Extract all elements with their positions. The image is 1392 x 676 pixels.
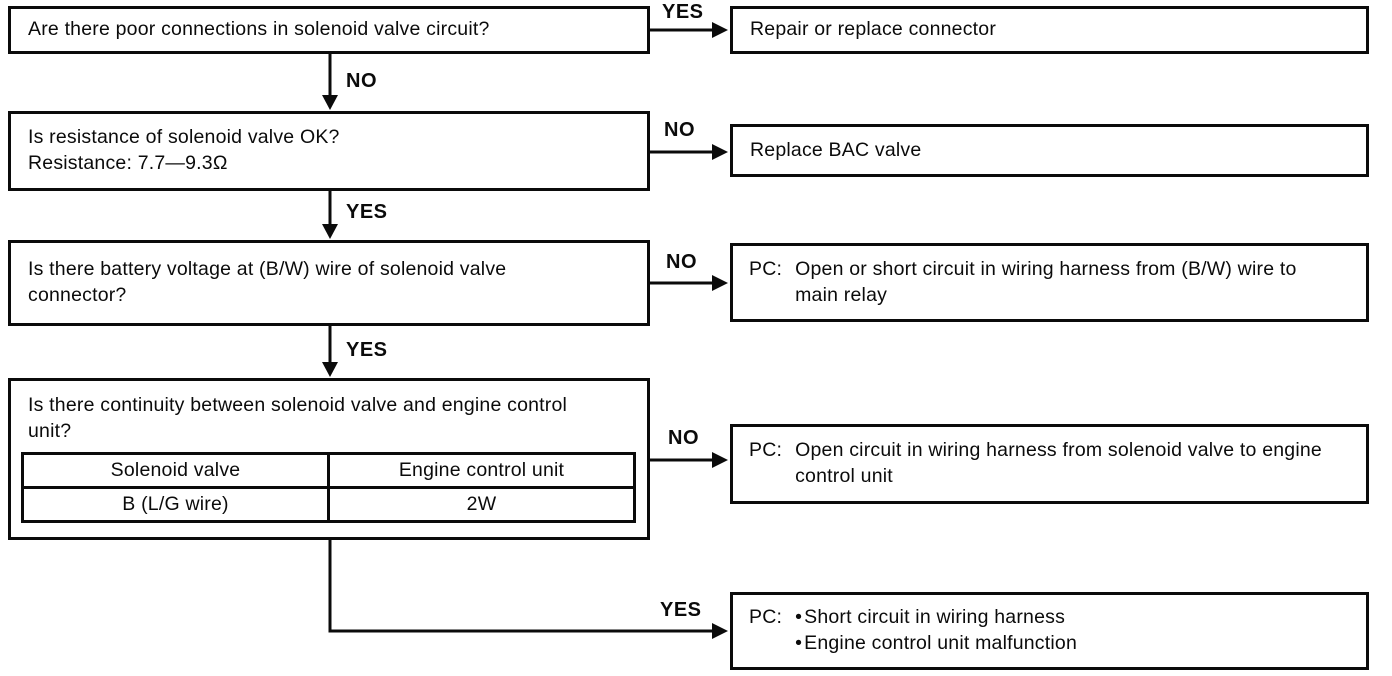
action-box-short-circuit-or-ecu-malfunction: PC: • Short circuit in wiring harness • …: [730, 592, 1369, 670]
branch-label-yes-3: YES: [346, 339, 388, 361]
bullet-icon: •: [795, 632, 803, 654]
table-row: B (L/G wire) 2W: [21, 486, 636, 523]
question-box-poor-connections: Are there poor connections in solenoid v…: [8, 6, 650, 54]
action-box-open-circuit-ecu: PC: Open circuit in wiring harness from …: [730, 424, 1369, 504]
action-text: Open or short circuit in wiring harness …: [795, 257, 1297, 306]
bullet-item: • Engine control unit malfunction: [795, 631, 1077, 657]
pc-prefix: PC:: [749, 439, 783, 462]
action-bullet-text: Engine control unit malfunction: [804, 632, 1077, 654]
branch-label-yes-4: YES: [660, 599, 702, 621]
action-box-replace-bac-valve: Replace BAC valve: [730, 124, 1369, 177]
bullet-icon: •: [795, 606, 803, 629]
table-cell-solenoid-wire: B (L/G wire): [21, 486, 330, 523]
action-box-repair-connector: Repair or replace connector: [730, 6, 1369, 54]
question-text: Are there poor connections in solenoid v…: [28, 18, 490, 41]
pc-prefix: PC:: [749, 257, 783, 280]
branch-label-no-2: NO: [664, 119, 695, 141]
question-text: Is there battery voltage at (B/W) wire o…: [28, 258, 507, 306]
action-box-open-short-main-relay: PC: Open or short circuit in wiring harn…: [730, 243, 1369, 322]
action-text: Open circuit in wiring harness from sole…: [795, 439, 1322, 487]
question-box-resistance: Is resistance of solenoid valve OK? Resi…: [8, 111, 650, 191]
table-header-solenoid-valve: Solenoid valve: [21, 452, 330, 489]
question-subtext: Resistance: 7.7—9.3Ω: [28, 151, 228, 174]
action-text: Replace BAC valve: [750, 138, 922, 161]
table-cell-ecu-pin: 2W: [327, 486, 636, 523]
branch-label-yes-1: YES: [662, 1, 704, 23]
question-text: Is resistance of solenoid valve OK?: [28, 126, 340, 148]
bullet-item: • Short circuit in wiring harness: [795, 605, 1077, 631]
branch-label-yes-2: YES: [346, 201, 388, 223]
question-text: Is there continuity between solenoid val…: [28, 394, 568, 442]
action-text: Repair or replace connector: [750, 18, 997, 41]
pc-prefix: PC:: [749, 606, 783, 629]
question-box-continuity: Is there continuity between solenoid val…: [8, 378, 650, 540]
table-header-engine-control-unit: Engine control unit: [327, 452, 636, 489]
action-bullet-text: Short circuit in wiring harness: [804, 606, 1066, 629]
branch-label-no-3: NO: [666, 251, 697, 273]
table-header-row: Solenoid valve Engine control unit: [21, 452, 636, 489]
question-box-battery-voltage: Is there battery voltage at (B/W) wire o…: [8, 240, 650, 326]
branch-label-no-4: NO: [668, 427, 699, 449]
continuity-table: Solenoid valve Engine control unit B (L/…: [21, 452, 636, 523]
branch-label-no-1: NO: [346, 70, 377, 92]
